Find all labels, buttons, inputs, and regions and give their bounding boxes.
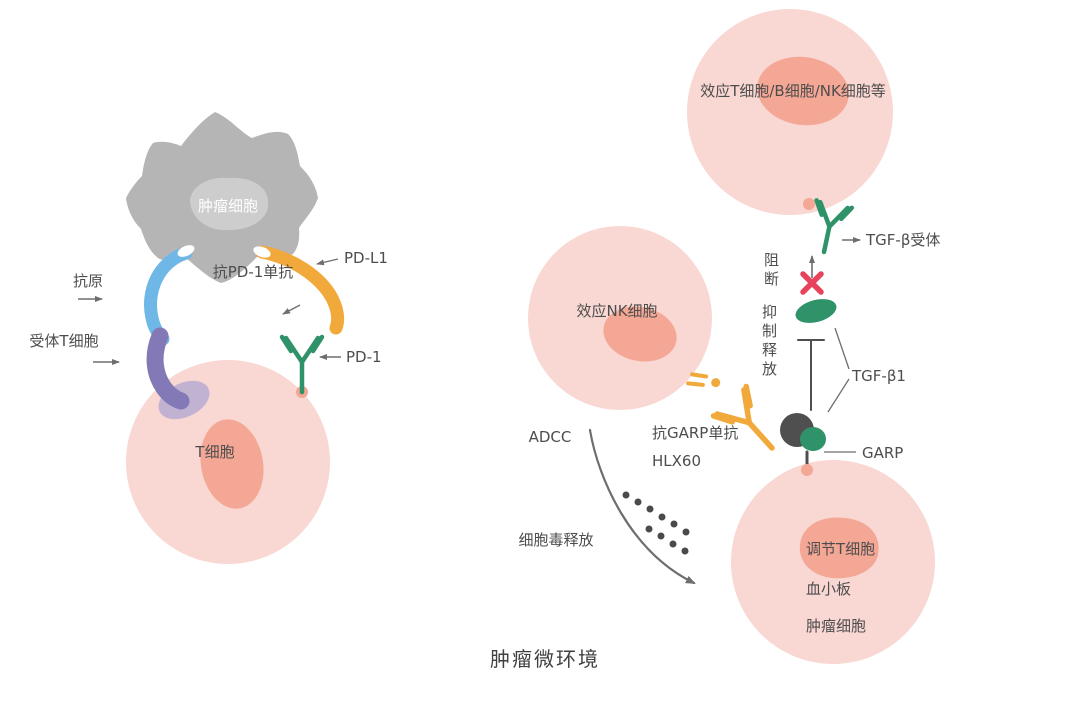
adcc-release-arrow [588, 428, 696, 585]
pdl1-ligand [255, 245, 345, 335]
effector-cells-label: 效应T细胞/B细胞/NK细胞等 [700, 82, 886, 100]
t-cell-nucleus [200, 419, 264, 509]
garp-label: GARP [862, 444, 904, 462]
tgfb-receptor-dot [803, 198, 815, 210]
garp-complex-green [800, 427, 826, 451]
tgfb-receptor-antibody-icon [814, 198, 855, 255]
treg-label: 调节T细胞 [806, 540, 876, 558]
pd1-label: PD-1 [346, 348, 382, 366]
anti-pd1-label: 抗PD-1单抗 [212, 263, 294, 281]
anti-pd1-antibody-icon [279, 334, 325, 395]
anti-garp-label: 抗GARP单抗 [652, 424, 739, 442]
pdl1-leader-arrow [316, 258, 339, 266]
tumor-cell-label: 肿瘤细胞 [197, 197, 259, 215]
antigen-molecule [144, 246, 193, 346]
platelet-label: 血小板 [806, 580, 852, 598]
tgfb1-label: TGF-β1 [852, 367, 906, 385]
anti-pd1-leader-arrow [282, 304, 301, 315]
antigen-anchor [177, 245, 195, 257]
antigen-label: 抗原 [72, 272, 104, 290]
block-x-icon [800, 271, 824, 295]
tcr-receptor [146, 327, 190, 410]
hlx60-label: HLX60 [652, 452, 701, 470]
inhibit-release-label: 抑制释放 [760, 304, 778, 380]
inhibition-tbar [797, 339, 825, 411]
granule-dots [622, 491, 690, 555]
block-label: 阻断 [762, 252, 780, 290]
tgfb1-molecule [795, 299, 837, 323]
nk-cell-label: 效应NK细胞 [576, 302, 658, 320]
tumor-cell-nucleus [190, 177, 269, 231]
adcc-label: ADCC [528, 428, 572, 446]
tgfb-receptor-label: TGF-β受体 [866, 231, 941, 249]
cytotoxic-release-label: 细胞毒释放 [518, 531, 594, 549]
treg-cell-nucleus [799, 517, 879, 579]
pdl1-label: PD-L1 [344, 249, 388, 267]
t-cell-label: T细胞 [195, 443, 235, 461]
anti-garp-antibody-icon [710, 383, 775, 451]
tumor-in-tme-label: 肿瘤细胞 [806, 617, 867, 635]
pdl1-anchor [253, 246, 271, 258]
garp-membrane-dot [801, 464, 813, 476]
nk-cell-nucleus [603, 306, 677, 362]
effector-cell-nucleus [757, 56, 849, 126]
tumor-microenvironment-title: 肿瘤微环境 [490, 647, 600, 671]
antibody-fragment-icon [686, 372, 721, 388]
tcr-label: 受体T细胞 [29, 332, 99, 350]
tgfb1-leader-lines [827, 327, 850, 413]
